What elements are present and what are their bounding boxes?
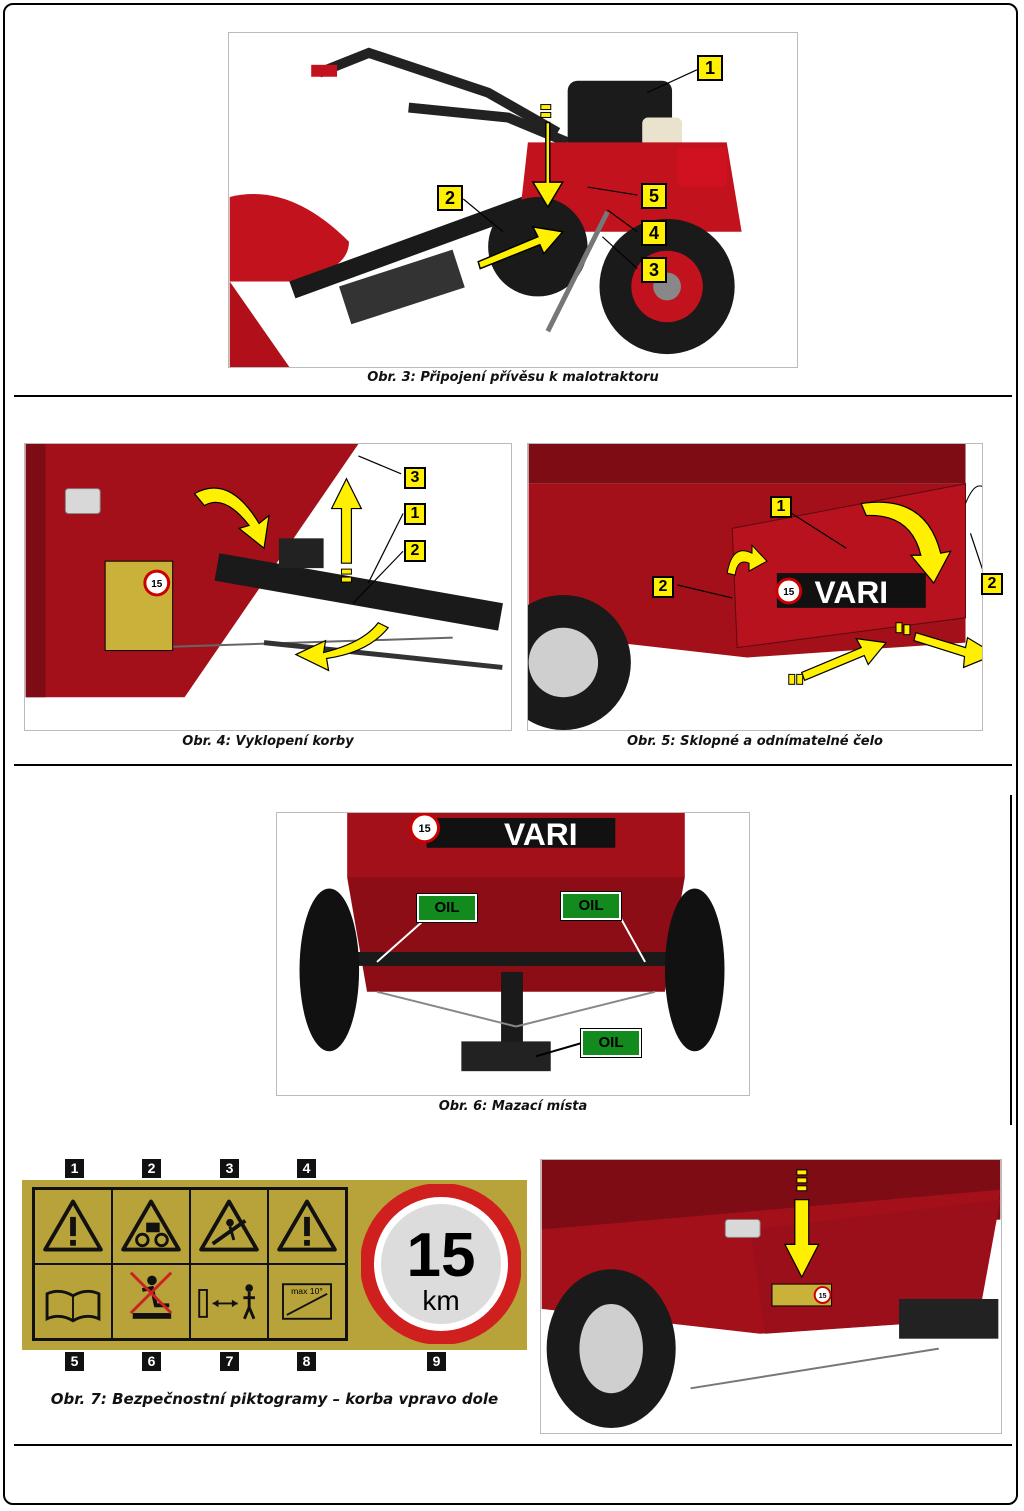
speed-limit-value: 15: [407, 1221, 476, 1290]
keep-distance-icon: [190, 1264, 268, 1339]
figure-5-caption: Obr. 5: Sklopné a odnímatelné čelo: [626, 734, 883, 749]
divider: [14, 395, 1012, 397]
figure-4-caption: Obr. 4: Vyklopení korby: [182, 734, 354, 749]
figure-6-caption: Obr. 6: Mazací místa: [438, 1099, 588, 1114]
fig3-marker-2: 2: [437, 185, 463, 211]
sticker-location-illustration: 15: [541, 1160, 1001, 1433]
oil-label-left: OIL: [416, 893, 478, 923]
page-border: [3, 3, 1018, 1505]
picto-number-2: 2: [142, 1159, 161, 1178]
divider: [14, 1444, 1012, 1446]
max-slope-icon: max 10°: [268, 1264, 346, 1339]
tractor-tipping-warning-icon: [112, 1189, 190, 1264]
fig3-marker-5: 5: [641, 183, 667, 209]
picto-number-7: 7: [220, 1352, 239, 1371]
crush-hazard-warning-icon: [190, 1189, 268, 1264]
speed-limit-sign: 15 km: [360, 1183, 522, 1345]
side-rule: [1010, 795, 1012, 1125]
fig3-marker-1: 1: [697, 55, 723, 81]
tipping-bed-illustration: 15: [25, 444, 511, 730]
figure-3-image: [228, 32, 798, 368]
picto-number-6: 6: [142, 1352, 161, 1371]
picto-number-3: 3: [220, 1159, 239, 1178]
fig5-brand: VARI: [815, 574, 889, 610]
lubrication-points-illustration: VARI 15: [277, 813, 749, 1095]
fig3-marker-3: 3: [641, 257, 667, 283]
general-warning-icon: [268, 1189, 346, 1264]
fig5-marker-2-left: 2: [652, 576, 674, 598]
tailgate-illustration: VARI 15: [528, 444, 982, 730]
figure-5-image: VARI 15: [527, 443, 983, 731]
fig4-marker-2: 2: [404, 540, 426, 562]
picto-number-8: 8: [297, 1352, 316, 1371]
sticker-location-image: 15: [540, 1159, 1002, 1434]
fig6-brand: VARI: [504, 816, 578, 852]
figure-4-image: 15: [24, 443, 512, 731]
no-riding-icon: [112, 1264, 190, 1339]
oil-label-right: OIL: [560, 891, 622, 921]
safety-pictogram-panel: max 10° 15 km: [22, 1180, 527, 1350]
fig4-marker-1: 1: [404, 503, 426, 525]
fig5-marker-2-right: 2: [981, 573, 1003, 595]
figure-6-image: VARI 15: [276, 812, 750, 1096]
tractor-illustration: [229, 33, 797, 367]
warning-triangle-icon: [34, 1189, 112, 1264]
read-manual-icon: [34, 1264, 112, 1339]
picto-number-5: 5: [65, 1352, 84, 1371]
figure-3-caption: Obr. 3: Připojení přívěsu k malotraktoru: [367, 370, 659, 385]
fig4-sticker-speed: 15: [151, 579, 163, 590]
speed-limit-unit: km: [422, 1285, 459, 1316]
max-slope-text: max 10°: [291, 1286, 323, 1296]
picto-number-4: 4: [297, 1159, 316, 1178]
sticker-speed: 15: [819, 1293, 827, 1300]
fig4-marker-3: 3: [404, 467, 426, 489]
fig5-marker-1: 1: [770, 496, 792, 518]
fig3-marker-4: 4: [641, 220, 667, 246]
pictogram-grid: max 10°: [32, 1187, 348, 1341]
fig6-speed: 15: [419, 823, 431, 835]
picto-number-9: 9: [427, 1352, 446, 1371]
figure-7-caption: Obr. 7: Bezpečnostní piktogramy – korba …: [50, 1390, 499, 1408]
divider: [14, 764, 1012, 766]
oil-label-hitch: OIL: [580, 1028, 642, 1058]
picto-number-1: 1: [65, 1159, 84, 1178]
fig5-speed: 15: [783, 587, 795, 598]
